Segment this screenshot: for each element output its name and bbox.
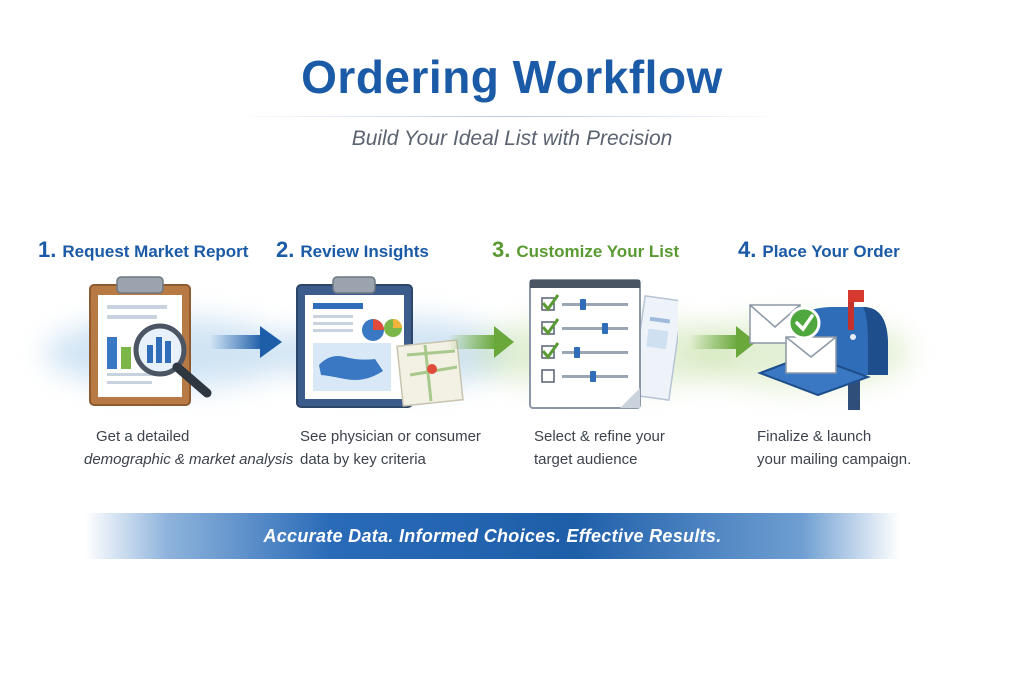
step-1-desc-line2: demographic & market analysis (84, 451, 294, 468)
step-2-title: 2. Review Insights (276, 237, 429, 263)
step-3-number: 3. (492, 237, 511, 262)
step-1-desc-line1: Get a detailed (96, 428, 190, 445)
step-1-title: 1. Request Market Report (38, 237, 248, 263)
step-4-description: Finalize & launch your mailing campaign. (757, 425, 911, 471)
step-3-title: 3. Customize Your List (492, 237, 679, 263)
step-1-number: 1. (38, 237, 57, 262)
step-4-label: Place Your Order (762, 242, 900, 261)
page-subtitle: Build Your Ideal List with Precision (351, 127, 673, 150)
step-3-desc-line2: target audience (534, 451, 638, 468)
step-4-desc-line2: your mailing campaign. (757, 451, 912, 468)
step-1-description: Get a detailed demographic & market anal… (84, 425, 293, 471)
arrow-right-green-icon (448, 326, 514, 358)
step-2-desc-line1: See physician or consumer (300, 428, 481, 445)
step-4-number: 4. (738, 237, 757, 262)
mailbox-icon (749, 290, 888, 410)
title-divider (230, 116, 790, 117)
checklist-sliders-icon (529, 279, 678, 409)
tagline-text: Accurate Data. Informed Choices. Effecti… (263, 526, 722, 546)
arrow-right-green-icon (690, 326, 756, 358)
step-2-description: See physician or consumer data by key cr… (300, 425, 481, 471)
clipboard-magnifier-icon (89, 276, 212, 406)
report-map-icon (296, 276, 464, 408)
step-2-number: 2. (276, 237, 295, 262)
tagline-banner: Accurate Data. Informed Choices. Effecti… (85, 513, 900, 559)
step-4-title: 4. Place Your Order (738, 237, 900, 263)
arrow-right-blue-icon (210, 326, 282, 358)
step-1-label: Request Market Report (62, 242, 249, 261)
step-3-label: Customize Your List (516, 242, 680, 261)
step-3-description: Select & refine your target audience (534, 425, 665, 471)
step-2-label: Review Insights (300, 242, 429, 261)
step-3-desc-line1: Select & refine your (534, 428, 665, 445)
page-title: Ordering Workflow (301, 51, 723, 103)
step-4-desc-line1: Finalize & launch (757, 428, 872, 445)
step-2-desc-line2: data by key criteria (300, 451, 426, 468)
